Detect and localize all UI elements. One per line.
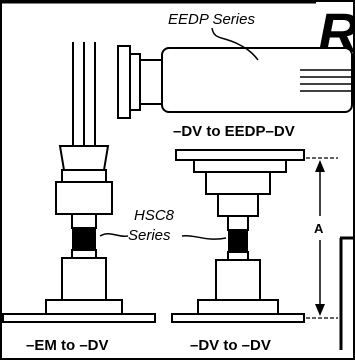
caption-dv-to-dv: –DV to –DV	[190, 337, 271, 354]
caption-dv-to-eedp-dv: –DV to EEDP–DV	[173, 123, 295, 140]
dimension-a	[306, 157, 338, 319]
hsc8-callout-line2: Series	[128, 227, 171, 244]
right-dv-to-dv-assembly	[171, 149, 305, 323]
dimension-a-label: A	[314, 221, 324, 236]
hsc8-callout-line1: HSC8	[134, 207, 175, 224]
hsc8-leader-left	[99, 233, 129, 238]
caption-em-to-dv: –EM to –DV	[26, 337, 109, 354]
eedp-leader-line	[211, 27, 259, 61]
eedp-series-callout: EEDP Series	[168, 11, 255, 28]
eedp-module-drawing	[117, 45, 353, 119]
left-em-to-dv-assembly	[2, 42, 156, 323]
hsc8-leader-right	[181, 234, 227, 240]
